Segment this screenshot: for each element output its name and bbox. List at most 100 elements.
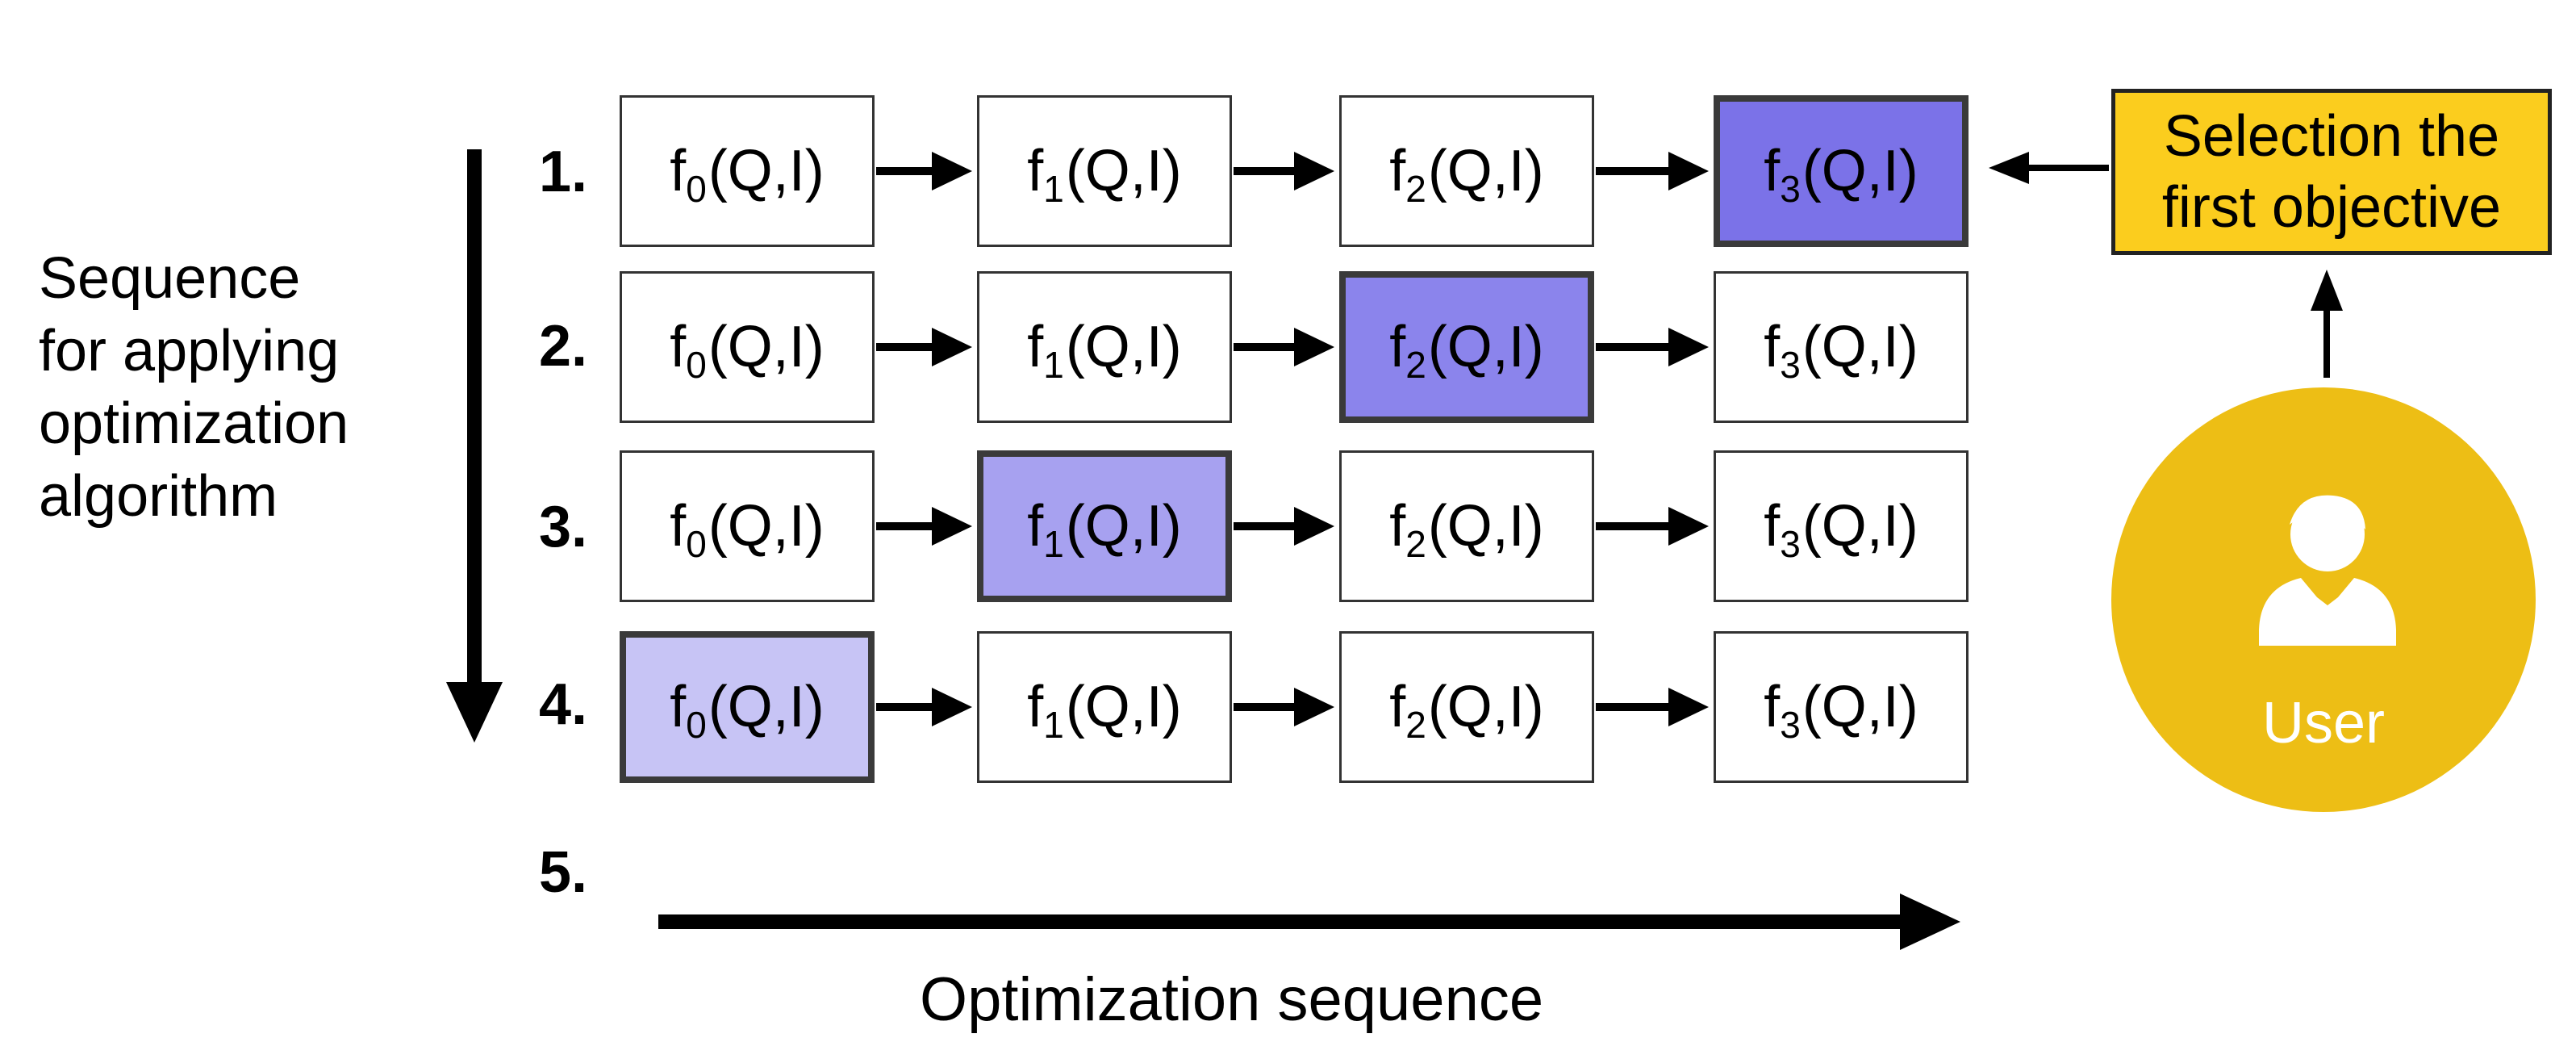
flow-arrowhead (932, 507, 972, 546)
function-subscript: 2 (1405, 523, 1426, 565)
function-subscript: 2 (1405, 704, 1426, 746)
function-name: f (670, 494, 687, 559)
function-args: (Q,I) (1427, 494, 1544, 559)
function-name: f (670, 315, 687, 379)
function-subscript: 3 (1780, 523, 1801, 565)
function-name: f (1764, 494, 1781, 559)
flow-arrowhead (932, 152, 972, 190)
flow-arrowhead (1294, 152, 1334, 190)
flow-arrowhead (1294, 688, 1334, 726)
flow-arrowhead (1668, 507, 1709, 546)
sequence-label-line: for applying (39, 319, 340, 383)
function-args: (Q,I) (708, 315, 825, 379)
row-number-2: 2. (539, 314, 588, 379)
function-name: f (1027, 139, 1044, 203)
function-name: f (1027, 675, 1044, 739)
row-arrows (876, 152, 1709, 726)
function-subscript: 0 (686, 168, 707, 210)
function-args: (Q,I) (1802, 315, 1918, 379)
function-name: f (670, 675, 687, 739)
user-icon (2259, 495, 2396, 646)
function-args: (Q,I) (1065, 494, 1182, 559)
function-subscript: 0 (686, 704, 707, 746)
function-args: (Q,I) (1065, 675, 1182, 739)
function-name: f (1389, 139, 1406, 203)
function-subscript: 3 (1780, 344, 1801, 386)
function-name: f (1389, 315, 1406, 379)
function-name: f (1027, 315, 1044, 379)
flow-arrowhead (1668, 328, 1709, 366)
function-name: f (1027, 494, 1044, 559)
function-args: (Q,I) (1427, 139, 1544, 203)
selection-line-2: first objective (2161, 175, 2502, 240)
function-args: (Q,I) (1427, 675, 1544, 739)
function-args: (Q,I) (1802, 675, 1918, 739)
flow-arrowhead (932, 688, 972, 726)
sequence-label-line: algorithm (39, 464, 278, 529)
function-name: f (1764, 139, 1781, 203)
user-label: User (2261, 691, 2385, 755)
optimization-arrowhead (1900, 894, 1960, 950)
function-args: (Q,I) (1065, 315, 1182, 379)
flow-arrowhead (1668, 152, 1709, 190)
function-subscript: 2 (1405, 344, 1426, 386)
optimization-sequence-label: Optimization sequence (920, 965, 1544, 1034)
function-subscript: 3 (1780, 704, 1801, 746)
function-subscript: 1 (1043, 344, 1064, 386)
function-subscript: 0 (686, 523, 707, 565)
row-number-1: 1. (539, 140, 588, 204)
function-subscript: 1 (1043, 168, 1064, 210)
function-name: f (1764, 315, 1781, 379)
function-subscript: 0 (686, 344, 707, 386)
function-args: (Q,I) (708, 675, 825, 739)
function-args: (Q,I) (1802, 494, 1918, 559)
function-subscript: 1 (1043, 523, 1064, 565)
flow-arrowhead (1294, 328, 1334, 366)
sequence-axis-label: Sequence for applying optimization algor… (39, 242, 410, 533)
function-name: f (670, 139, 687, 203)
user-arrowhead (2311, 270, 2343, 311)
function-args: (Q,I) (708, 139, 825, 203)
selection-objective-box: Selection the first objective (2111, 89, 2552, 255)
function-subscript: 2 (1405, 168, 1426, 210)
function-name: f (1389, 675, 1406, 739)
function-name: f (1764, 675, 1781, 739)
flow-arrowhead (1294, 507, 1334, 546)
selection-arrowhead (1989, 152, 2029, 184)
sequence-label-line: optimization (39, 391, 349, 456)
function-args: (Q,I) (708, 494, 825, 559)
flow-arrowhead (932, 328, 972, 366)
row-number-3: 3. (539, 495, 588, 559)
function-args: (Q,I) (1065, 139, 1182, 203)
function-args: (Q,I) (1427, 315, 1544, 379)
function-name: f (1389, 494, 1406, 559)
sequence-label-line: Sequence (39, 246, 301, 311)
user-circle (2111, 387, 2536, 812)
sequence-down-arrowhead (446, 682, 503, 743)
flow-arrowhead (1668, 688, 1709, 726)
function-subscript: 3 (1780, 168, 1801, 210)
selection-line-1: Selection the (2163, 104, 2500, 169)
function-args: (Q,I) (1802, 139, 1918, 203)
function-subscript: 1 (1043, 704, 1064, 746)
row-number-4: 4. (539, 672, 588, 737)
row-number-5: 5. (539, 840, 588, 905)
